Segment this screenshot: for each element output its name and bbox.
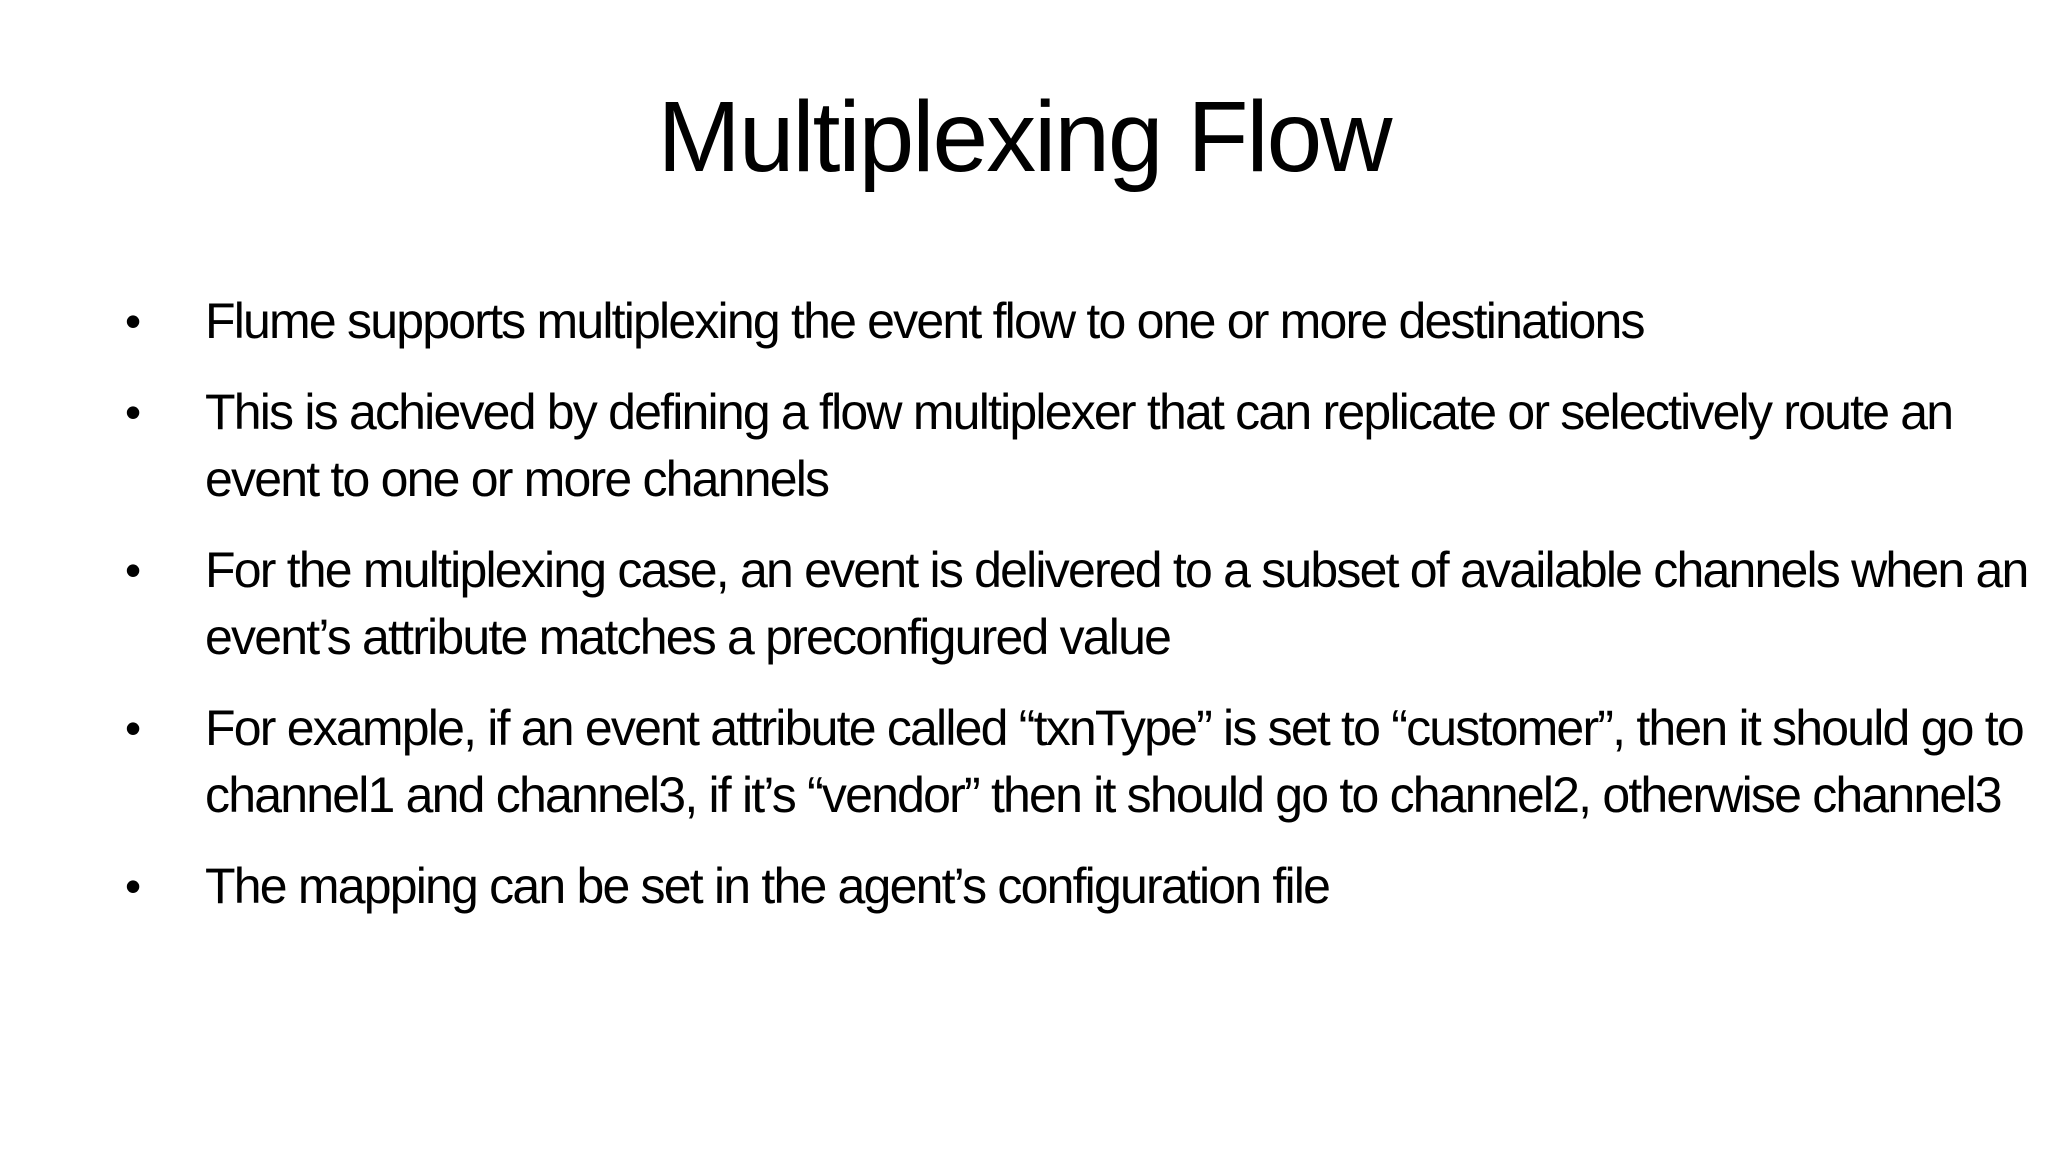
bullet-marker: •	[125, 702, 142, 754]
bullet-marker: •	[125, 386, 142, 438]
bullet-item: • Flume supports multiplexing the event f…	[125, 288, 2035, 355]
bullet-text: This is achieved by defining a flow mult…	[205, 384, 1954, 507]
slide-title: Multiplexing Flow	[657, 81, 1393, 193]
bullet-marker: •	[125, 295, 142, 347]
bullet-text: For the multiplexing case, an event is d…	[205, 542, 2029, 665]
bullet-item: • For the multiplexing case, an event is …	[125, 537, 2035, 671]
bullet-item: • For example, if an event attribute call…	[125, 695, 2035, 829]
bullet-list: • Flume supports multiplexing the event f…	[125, 288, 2035, 944]
bullet-text: Flume supports multiplexing the event fl…	[205, 293, 1646, 349]
bullet-text: For example, if an event attribute calle…	[205, 700, 2025, 823]
bullet-text: The mapping can be set in the agent’s co…	[205, 858, 1331, 914]
bullet-marker: •	[125, 544, 142, 596]
bullet-item: • This is achieved by defining a flow mul…	[125, 379, 2035, 513]
bullet-marker: •	[125, 860, 142, 912]
bullet-item: • The mapping can be set in the agent’s c…	[125, 853, 2035, 920]
